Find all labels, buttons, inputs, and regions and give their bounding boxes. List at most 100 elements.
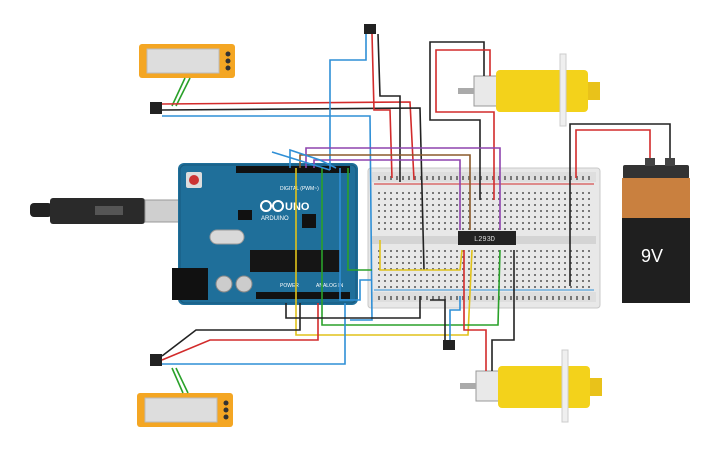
- breadboard-hole[interactable]: [492, 280, 494, 282]
- breadboard-hole[interactable]: [462, 216, 464, 218]
- switch-bottom[interactable]: [443, 340, 455, 350]
- breadboard-hole[interactable]: [408, 262, 410, 264]
- breadboard-hole[interactable]: [474, 268, 476, 270]
- breadboard-hole[interactable]: [408, 296, 410, 298]
- breadboard-hole[interactable]: [384, 268, 386, 270]
- breadboard-hole[interactable]: [438, 228, 440, 230]
- breadboard-hole[interactable]: [432, 228, 434, 230]
- breadboard-hole[interactable]: [420, 262, 422, 264]
- breadboard-hole[interactable]: [492, 296, 494, 298]
- breadboard-hole[interactable]: [390, 274, 392, 276]
- breadboard-hole[interactable]: [408, 268, 410, 270]
- breadboard-hole[interactable]: [426, 250, 428, 252]
- breadboard-hole[interactable]: [528, 280, 530, 282]
- breadboard-hole[interactable]: [426, 192, 428, 194]
- breadboard-hole[interactable]: [492, 178, 494, 180]
- breadboard-hole[interactable]: [414, 222, 416, 224]
- breadboard-hole[interactable]: [492, 256, 494, 258]
- breadboard-hole[interactable]: [402, 176, 404, 178]
- breadboard-hole[interactable]: [504, 262, 506, 264]
- breadboard-hole[interactable]: [390, 268, 392, 270]
- breadboard-hole[interactable]: [378, 256, 380, 258]
- breadboard-hole[interactable]: [402, 268, 404, 270]
- breadboard-hole[interactable]: [420, 198, 422, 200]
- breadboard-hole[interactable]: [384, 298, 386, 300]
- breadboard-hole[interactable]: [426, 228, 428, 230]
- breadboard-hole[interactable]: [486, 298, 488, 300]
- breadboard-hole[interactable]: [558, 192, 560, 194]
- breadboard-hole[interactable]: [510, 256, 512, 258]
- breadboard-hole[interactable]: [582, 298, 584, 300]
- breadboard-hole[interactable]: [540, 228, 542, 230]
- breadboard-hole[interactable]: [546, 210, 548, 212]
- breadboard-hole[interactable]: [480, 256, 482, 258]
- breadboard-hole[interactable]: [582, 216, 584, 218]
- breadboard-hole[interactable]: [516, 280, 518, 282]
- breadboard-hole[interactable]: [462, 256, 464, 258]
- breadboard-hole[interactable]: [486, 192, 488, 194]
- breadboard-hole[interactable]: [504, 216, 506, 218]
- breadboard-hole[interactable]: [474, 178, 476, 180]
- breadboard-hole[interactable]: [528, 286, 530, 288]
- breadboard-hole[interactable]: [582, 274, 584, 276]
- breadboard-hole[interactable]: [390, 198, 392, 200]
- breadboard-hole[interactable]: [522, 198, 524, 200]
- breadboard-hole[interactable]: [552, 222, 554, 224]
- breadboard-hole[interactable]: [528, 204, 530, 206]
- breadboard-hole[interactable]: [396, 286, 398, 288]
- breadboard-hole[interactable]: [552, 178, 554, 180]
- breadboard-hole[interactable]: [396, 280, 398, 282]
- breadboard-hole[interactable]: [540, 286, 542, 288]
- breadboard-hole[interactable]: [384, 198, 386, 200]
- breadboard-hole[interactable]: [528, 262, 530, 264]
- breadboard-hole[interactable]: [420, 204, 422, 206]
- breadboard-hole[interactable]: [510, 286, 512, 288]
- breadboard-hole[interactable]: [432, 178, 434, 180]
- arduino-uno-board[interactable]: UNO ARDUINO DIGITAL (PWM~) POWER ANALOG …: [172, 163, 358, 305]
- breadboard-hole[interactable]: [552, 268, 554, 270]
- breadboard-hole[interactable]: [384, 256, 386, 258]
- breadboard-hole[interactable]: [564, 274, 566, 276]
- breadboard-hole[interactable]: [450, 298, 452, 300]
- breadboard-hole[interactable]: [498, 204, 500, 206]
- breadboard-hole[interactable]: [576, 178, 578, 180]
- breadboard-hole[interactable]: [450, 274, 452, 276]
- breadboard-hole[interactable]: [402, 204, 404, 206]
- breadboard-hole[interactable]: [420, 250, 422, 252]
- breadboard-hole[interactable]: [426, 198, 428, 200]
- breadboard-hole[interactable]: [522, 250, 524, 252]
- breadboard-hole[interactable]: [498, 250, 500, 252]
- breadboard-hole[interactable]: [516, 210, 518, 212]
- breadboard-hole[interactable]: [534, 216, 536, 218]
- breadboard-hole[interactable]: [546, 280, 548, 282]
- breadboard-hole[interactable]: [504, 268, 506, 270]
- breadboard-hole[interactable]: [534, 176, 536, 178]
- breadboard-hole[interactable]: [456, 198, 458, 200]
- breadboard-hole[interactable]: [396, 268, 398, 270]
- breadboard-hole[interactable]: [552, 280, 554, 282]
- breadboard-hole[interactable]: [396, 192, 398, 194]
- breadboard-hole[interactable]: [504, 198, 506, 200]
- breadboard-hole[interactable]: [438, 286, 440, 288]
- breadboard-hole[interactable]: [588, 256, 590, 258]
- breadboard-hole[interactable]: [546, 274, 548, 276]
- breadboard-hole[interactable]: [396, 178, 398, 180]
- breadboard-hole[interactable]: [456, 268, 458, 270]
- breadboard-hole[interactable]: [516, 222, 518, 224]
- breadboard-hole[interactable]: [570, 222, 572, 224]
- breadboard-hole[interactable]: [444, 250, 446, 252]
- breadboard-hole[interactable]: [396, 204, 398, 206]
- breadboard-hole[interactable]: [438, 298, 440, 300]
- breadboard-hole[interactable]: [588, 210, 590, 212]
- battery-9v[interactable]: 9V: [622, 158, 690, 303]
- breadboard-hole[interactable]: [426, 210, 428, 212]
- breadboard-hole[interactable]: [576, 192, 578, 194]
- breadboard-hole[interactable]: [444, 256, 446, 258]
- breadboard-hole[interactable]: [390, 216, 392, 218]
- breadboard-hole[interactable]: [378, 210, 380, 212]
- breadboard-hole[interactable]: [486, 274, 488, 276]
- breadboard-hole[interactable]: [426, 176, 428, 178]
- breadboard-hole[interactable]: [390, 176, 392, 178]
- breadboard-hole[interactable]: [486, 204, 488, 206]
- breadboard-hole[interactable]: [402, 222, 404, 224]
